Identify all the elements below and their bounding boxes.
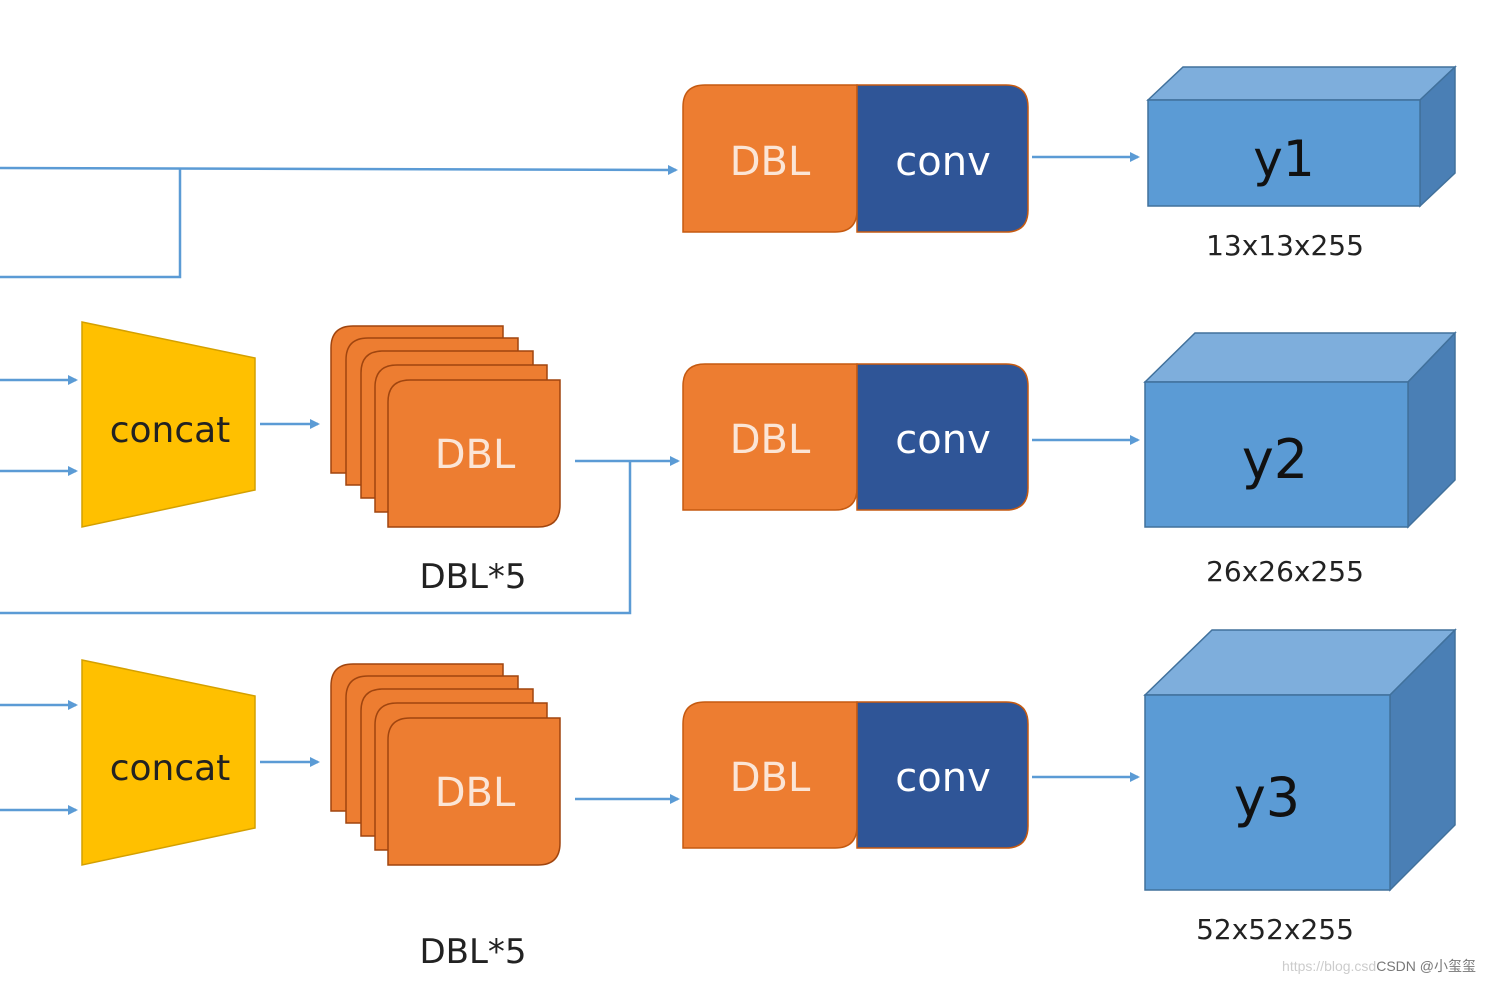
dbl-conv-block-2: DBL conv <box>682 363 1029 511</box>
dbl-stack-1 <box>330 325 561 528</box>
dbl-label: DBL <box>730 755 811 801</box>
output-shape: 26x26x255 <box>1206 555 1364 588</box>
connector-line <box>0 461 632 615</box>
dbl-label: DBL <box>730 139 811 185</box>
watermark-author: CSDN @小玺玺 <box>1376 958 1476 974</box>
concat-block-2: concat <box>81 659 256 866</box>
output-cube-y1: y1 <box>1146 65 1457 208</box>
dbl-stack-caption: DBL*5 <box>419 932 526 972</box>
dbl-conv-block-1: DBL conv <box>682 84 1029 233</box>
output-name: y3 <box>1234 766 1300 829</box>
concat-label: concat <box>110 410 231 451</box>
output-cube-y2: y2 <box>1143 331 1457 529</box>
conv-label: conv <box>895 417 991 463</box>
dbl-stack-caption: DBL*5 <box>419 557 526 597</box>
dbl-conv-block-3: DBL conv <box>682 701 1029 849</box>
dbl-stack-2 <box>330 663 561 866</box>
connector-line <box>0 164 678 175</box>
concat-block-1: concat <box>81 321 256 528</box>
output-name: y2 <box>1242 428 1308 491</box>
dbl-label: DBL <box>435 432 516 478</box>
connector-line <box>0 168 182 279</box>
output-name: y1 <box>1253 130 1314 188</box>
output-shape: 52x52x255 <box>1196 913 1354 946</box>
watermark-url: https://blog.csd <box>1282 958 1377 974</box>
output-shape: 13x13x255 <box>1206 229 1364 262</box>
watermark: https://blog.csdCSDN @小玺玺 <box>1282 956 1476 976</box>
concat-label: concat <box>110 748 231 789</box>
conv-label: conv <box>895 755 991 801</box>
dbl-label: DBL <box>730 417 811 463</box>
output-cube-y3: y3 <box>1143 628 1457 892</box>
conv-label: conv <box>895 139 991 185</box>
dbl-label: DBL <box>435 770 516 816</box>
